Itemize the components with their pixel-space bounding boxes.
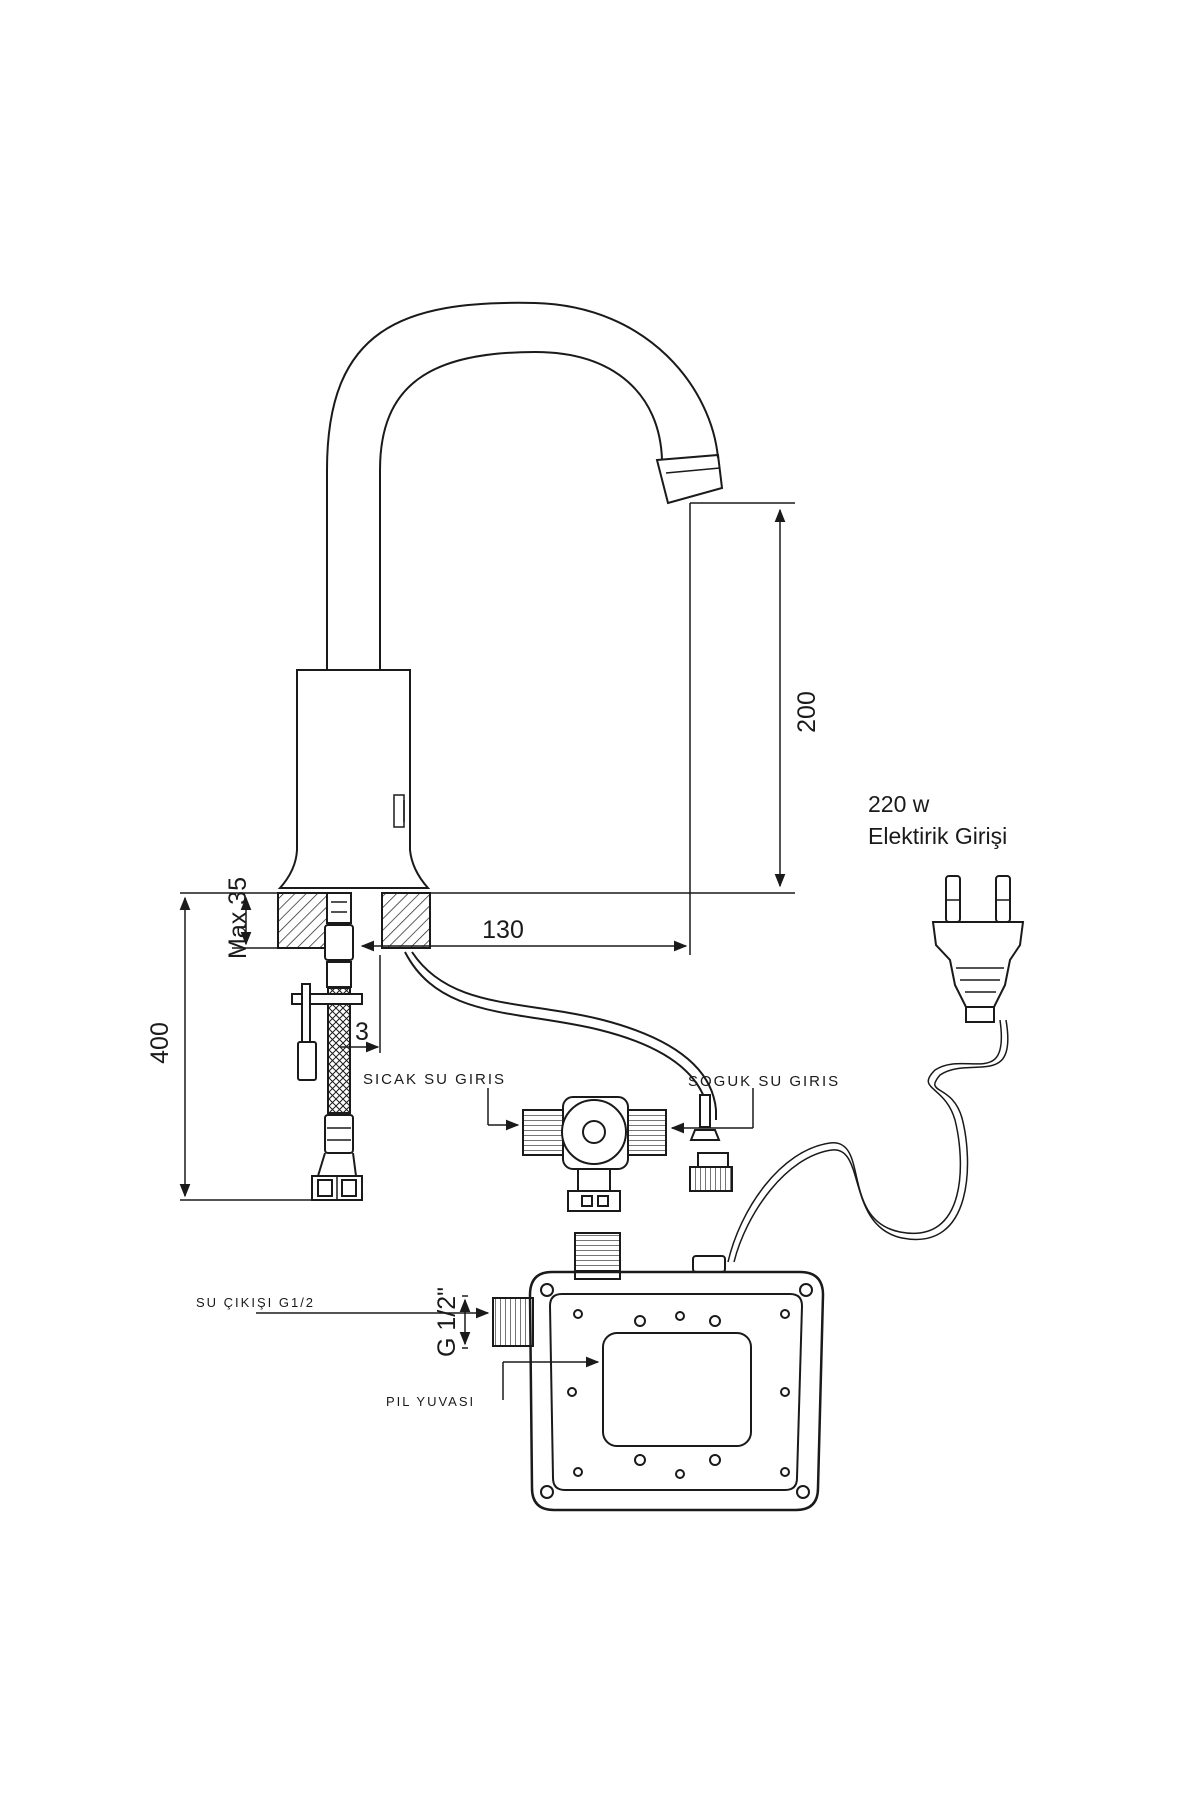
dimension-thread-size: G 1/2"	[433, 1287, 461, 1357]
power-value-label: 220 w	[868, 791, 930, 817]
leader-lines	[256, 1088, 754, 1400]
power-cable	[727, 1019, 1009, 1263]
cold-water-inlet-label: SOGUK SU GIRIS	[688, 1073, 840, 1090]
cold-water-filter	[689, 1094, 733, 1192]
faucet-body	[277, 669, 431, 889]
dimension-offset: 3	[355, 1018, 369, 1046]
supply-hose-assembly	[311, 892, 363, 1201]
mounting-bracket	[291, 983, 363, 1081]
sensor-cable	[404, 951, 717, 1120]
water-outlet-label: SU ÇIKIŞI G1/2	[196, 1295, 315, 1310]
power-plug-icon	[931, 875, 1025, 1023]
dimension-spout-reach: 130	[482, 916, 524, 944]
faucet-spout	[326, 301, 724, 670]
battery-holder-label: PIL YUVASI	[386, 1394, 475, 1409]
mixing-valve	[522, 1096, 667, 1212]
dimension-max-deck: Max 35	[224, 877, 252, 959]
power-input-label: Elektirik Girişi	[868, 823, 1007, 849]
hot-water-inlet-label: SICAK SU GIRIS	[363, 1071, 506, 1088]
control-box	[492, 1232, 825, 1512]
countertop-section	[277, 892, 431, 949]
dimension-hose-length: 400	[146, 1022, 174, 1064]
dimension-spout-height: 200	[793, 691, 821, 733]
dimension-lines	[179, 502, 795, 1349]
